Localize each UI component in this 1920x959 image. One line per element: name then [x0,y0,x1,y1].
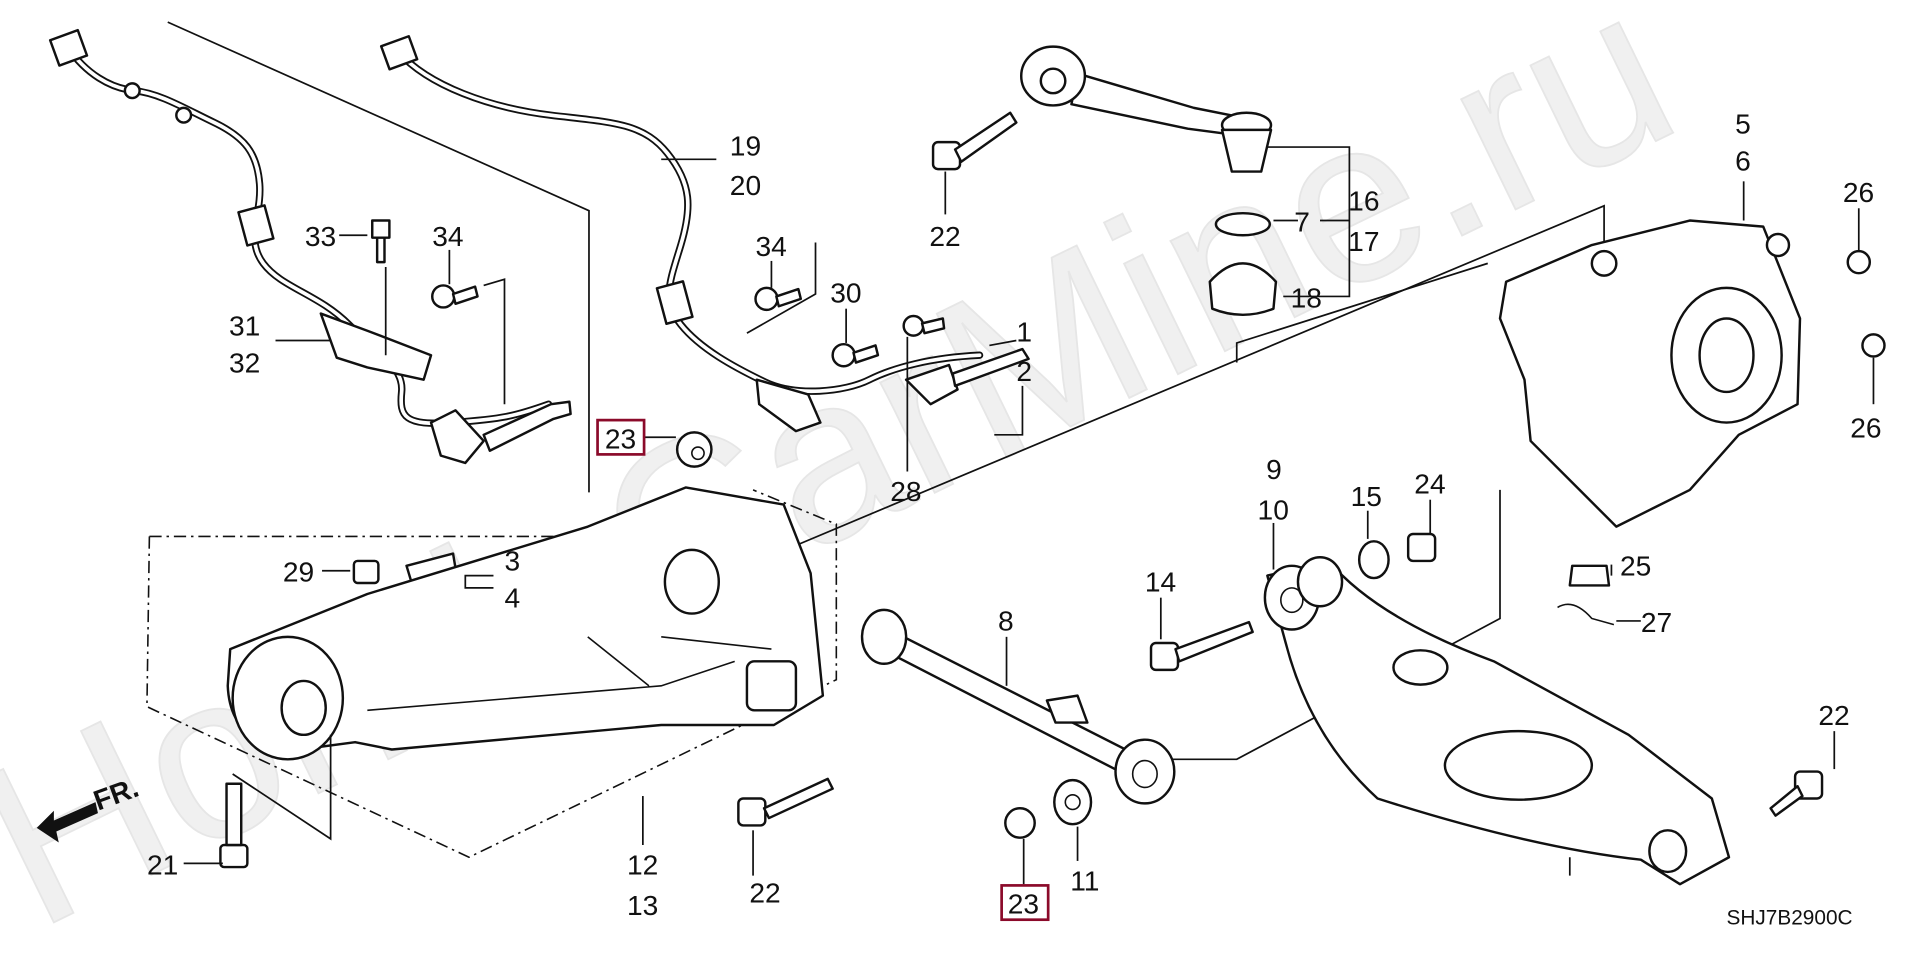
washer-11 [1053,778,1093,826]
callout-13[interactable]: 13 [627,890,658,921]
bolt-30 [831,342,880,368]
callout-8[interactable]: 8 [998,606,1014,637]
callout-19[interactable]: 19 [730,131,761,162]
lower-arm-9-10 [1263,556,1731,886]
callout-4[interactable]: 4 [504,582,520,613]
callout-33[interactable]: 33 [305,221,336,252]
callout-9[interactable]: 9 [1266,454,1282,485]
callout-20[interactable]: 20 [730,170,761,201]
callout-26[interactable]: 26 [1850,412,1881,443]
callout-3[interactable]: 3 [504,546,520,577]
nut-26-bottom [1861,333,1886,358]
bolt-14 [1149,620,1254,672]
callout-34[interactable]: 34 [432,221,463,252]
abs-sensor-wire-right [379,35,984,433]
knuckle-5-6 [1498,219,1802,528]
callout-22[interactable]: 22 [749,878,780,909]
nut-23-bottom [1004,807,1036,839]
lateral-link-8 [860,608,1176,805]
callout-25[interactable]: 25 [1620,551,1651,582]
callout-11[interactable]: 11 [1070,865,1099,896]
callout-10[interactable]: 10 [1258,494,1289,525]
abs-sensor-wire-left [48,28,572,465]
callout-21[interactable]: 21 [147,849,178,880]
callout-28[interactable]: 28 [890,476,921,507]
callout-27[interactable]: 27 [1641,607,1672,638]
bolt-21 [219,782,249,869]
nut-26-top [1846,249,1872,275]
label-leaders [183,146,1875,885]
callout-30[interactable]: 30 [830,278,861,309]
nut-24 [1406,532,1437,563]
callout-16[interactable]: 16 [1348,186,1379,217]
diagram-code: SHJ7B2900C [1727,907,1853,930]
bolt-22-right [1769,770,1824,817]
bolt-34-left [431,284,479,309]
highlight-box-23-bottom [1000,884,1050,922]
callout-24[interactable]: 24 [1414,469,1445,500]
callout-17[interactable]: 17 [1348,226,1379,257]
callout-14[interactable]: 14 [1145,567,1176,598]
callout-26[interactable]: 26 [1843,177,1874,208]
highlight-box-23-top [596,418,646,456]
bracket-1-2 [951,347,1030,388]
bolt-22-mid [737,777,834,827]
trailing-arm-12-13 [226,486,825,761]
front-arrow-icon [36,802,98,843]
callout-7[interactable]: 7 [1294,207,1310,238]
callout-22[interactable]: 22 [1818,700,1849,731]
nut-29 [352,559,380,585]
callout-18[interactable]: 18 [1291,282,1322,313]
callout-5[interactable]: 5 [1735,109,1751,140]
nut-23-top [675,431,713,468]
callout-labels[interactable]: 19 20 22 16 17 7 18 5 6 26 26 33 34 34 3… [147,109,1882,921]
pin-27 [1557,603,1615,626]
callout-2[interactable]: 2 [1016,356,1032,387]
callout-31[interactable]: 31 [229,311,260,342]
callout-1[interactable]: 1 [1016,317,1032,348]
callout-34[interactable]: 34 [756,231,787,262]
nut-25 [1568,564,1611,587]
callout-23[interactable]: 23 [605,423,636,454]
bolt-28 [902,314,946,337]
callout-23[interactable]: 23 [1008,889,1039,920]
bolt-22-top [931,111,1018,171]
callout-12[interactable]: 12 [627,849,658,880]
washer-15 [1357,540,1390,580]
upper-arm-16-17 [1020,45,1278,316]
callout-22[interactable]: 22 [929,221,960,252]
bolt-34-right [754,286,803,312]
callout-29[interactable]: 29 [283,557,314,588]
callout-32[interactable]: 32 [229,347,260,378]
bolt-33 [371,219,391,264]
callout-6[interactable]: 6 [1735,145,1751,176]
group-lines [146,21,1605,859]
callout-15[interactable]: 15 [1351,481,1382,512]
bolts [219,111,1886,869]
